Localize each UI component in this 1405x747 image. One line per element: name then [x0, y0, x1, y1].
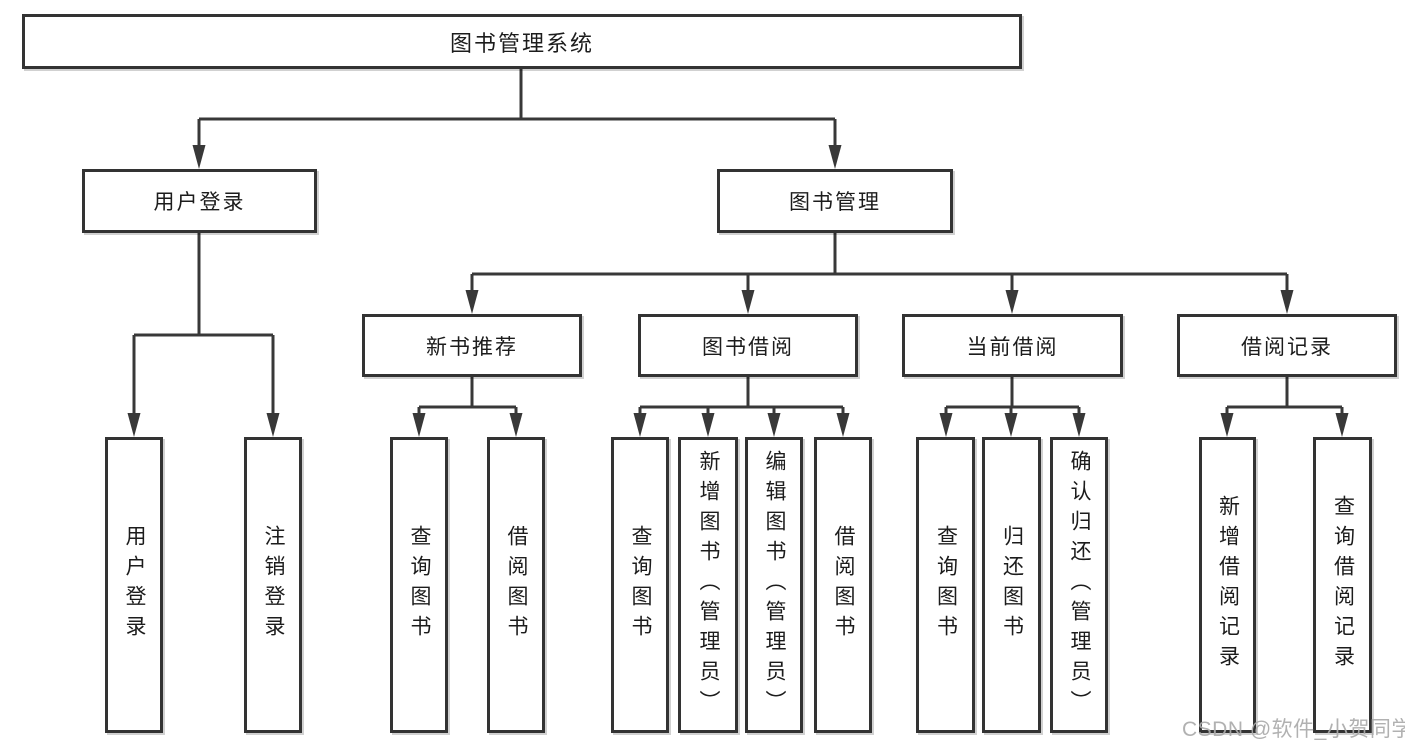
leaf-query-books-2: 查询图书: [611, 437, 669, 733]
leaf-query-borrow-record: 查询借阅记录: [1313, 437, 1372, 733]
node-label: 新书推荐: [426, 335, 518, 359]
node-book-borrowing: 图书借阅: [638, 314, 858, 377]
node-label: 新增借阅记录: [1216, 495, 1240, 675]
node-label: 注销登录: [262, 525, 286, 645]
leaf-user-login: 用户登录: [105, 437, 163, 733]
node-label: 借阅记录: [1241, 335, 1333, 359]
node-label: 图书管理系统: [449, 30, 594, 56]
node-label: 查询图书: [934, 525, 958, 645]
leaf-logout: 注销登录: [244, 437, 302, 733]
node-label: 借阅图书: [505, 525, 529, 645]
leaf-add-book-admin: 新增图书（管理员）: [678, 437, 738, 733]
node-label: 用户登录: [153, 191, 246, 214]
leaf-borrow-books-1: 借阅图书: [487, 437, 545, 733]
node-borrowing-records: 借阅记录: [1177, 314, 1397, 377]
node-current-borrowing: 当前借阅: [902, 314, 1123, 377]
node-book-management: 图书管理: [717, 169, 953, 233]
node-label: 新增图书（管理员）: [697, 450, 721, 720]
node-label: 查询图书: [408, 525, 432, 645]
node-label: 归还图书: [1000, 525, 1024, 645]
node-label: 图书管理: [789, 191, 881, 214]
leaf-query-books-3: 查询图书: [916, 437, 975, 733]
leaf-confirm-return-admin: 确认归还（管理员）: [1050, 437, 1108, 733]
node-label: 图书借阅: [702, 335, 794, 359]
node-library-management-system: 图书管理系统: [22, 14, 1022, 69]
node-label: 确认归还（管理员）: [1068, 450, 1092, 720]
node-label: 编辑图书（管理员）: [763, 450, 787, 720]
node-new-book-recommendation: 新书推荐: [362, 314, 582, 377]
leaf-borrow-books-2: 借阅图书: [814, 437, 872, 733]
leaf-return-book: 归还图书: [982, 437, 1041, 733]
watermark: CSDN @软件_小贺同学: [1182, 718, 1405, 741]
leaf-edit-book-admin: 编辑图书（管理员）: [745, 437, 803, 733]
node-label: 借阅图书: [832, 525, 856, 645]
node-label: 当前借阅: [966, 335, 1059, 359]
node-label: 用户登录: [123, 525, 147, 645]
node-label: 查询借阅记录: [1331, 495, 1355, 675]
node-user-login-group: 用户登录: [82, 169, 317, 233]
leaf-query-books-1: 查询图书: [390, 437, 448, 733]
node-label: 查询图书: [629, 525, 653, 645]
leaf-add-borrow-record: 新增借阅记录: [1199, 437, 1256, 733]
